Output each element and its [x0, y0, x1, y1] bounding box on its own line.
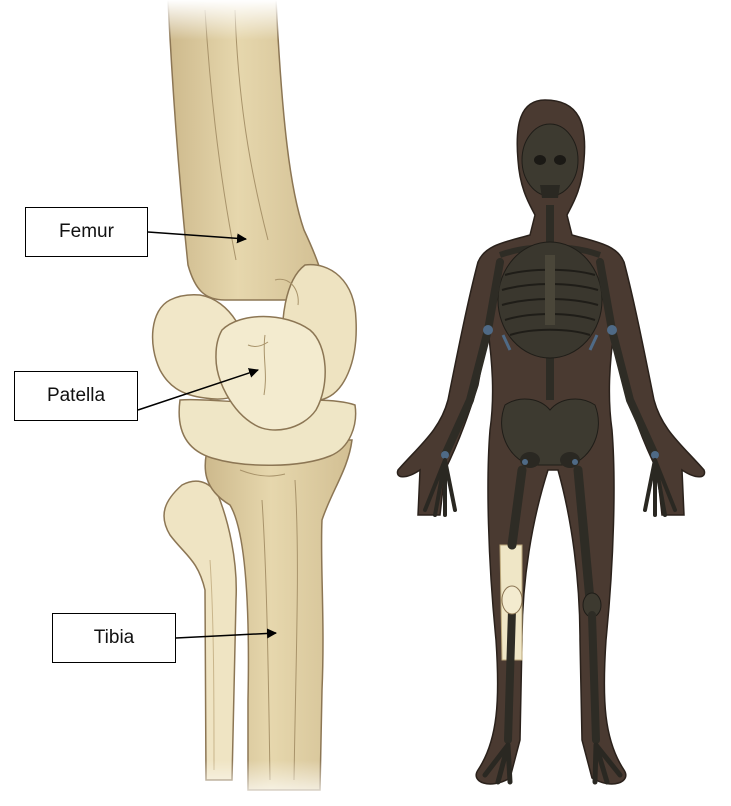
- label-tibia: Tibia: [52, 613, 176, 663]
- knee-illustration: [140, 0, 380, 806]
- label-patella: Patella: [14, 371, 138, 421]
- body-skeleton-illustration: [397, 100, 704, 784]
- label-femur: Femur: [25, 207, 148, 257]
- ribcage: [498, 242, 602, 358]
- pelvis: [502, 399, 599, 468]
